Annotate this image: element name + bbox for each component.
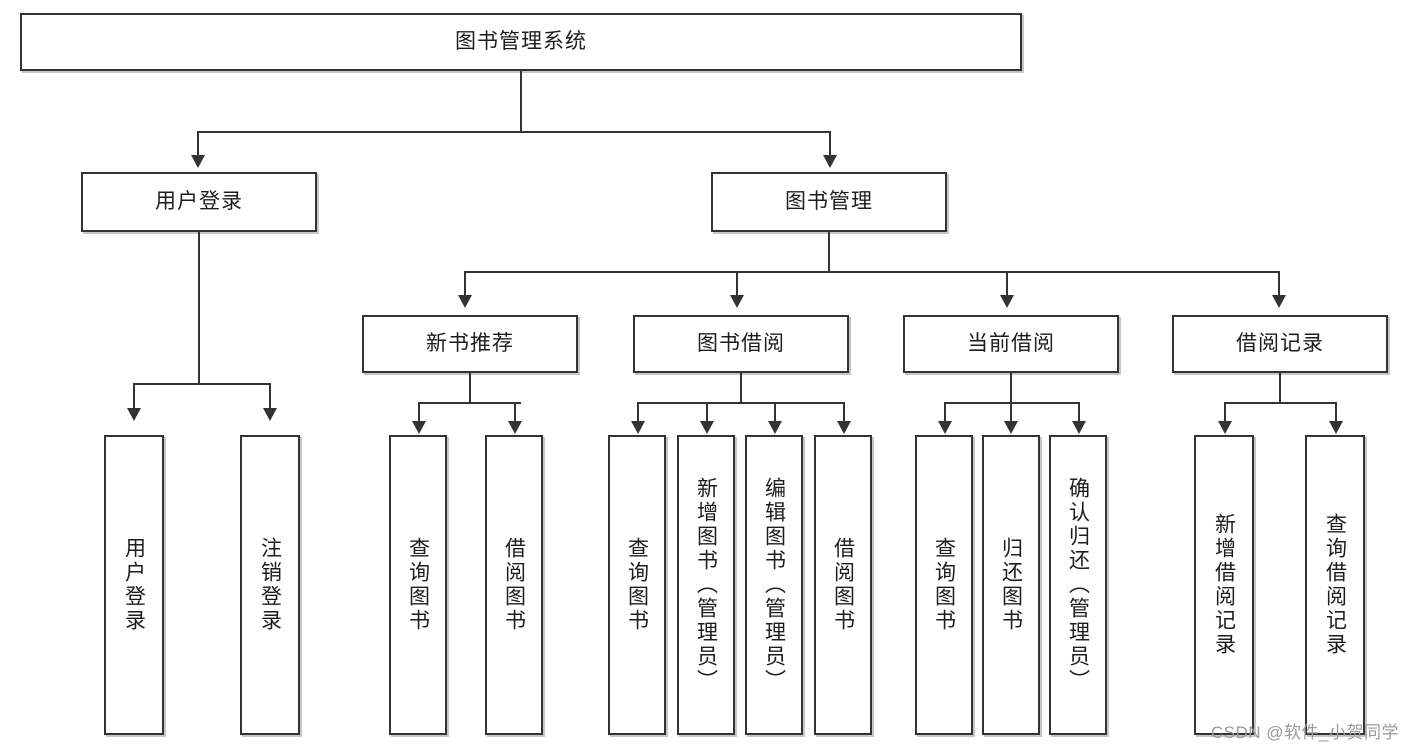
- edge-book-borrow-drop-2: [706, 402, 708, 423]
- arrow-book-borrow-leaf-1: [631, 421, 645, 434]
- edge-book-manage-bus: [464, 271, 1280, 273]
- node-borrow-record-label: 借阅记录: [1236, 331, 1324, 355]
- edge-book-manage-drop-4: [1278, 271, 1280, 297]
- edge-user-login-drop-1: [133, 383, 135, 410]
- leaf-query-book-2-label: 查询图书: [625, 537, 649, 633]
- edge-book-manage-stem: [828, 232, 830, 271]
- arrow-current-borrow-leaf-1: [938, 421, 952, 434]
- edge-book-manage-drop-1: [464, 271, 466, 297]
- arrow-borrow-record-leaf-1: [1218, 421, 1232, 434]
- leaf-add-book-label: 新增图书（管理员）: [694, 477, 718, 693]
- leaf-borrow-book-2-label: 借阅图书: [831, 537, 855, 633]
- leaf-confirm-return-label: 确认归还（管理员）: [1066, 477, 1090, 693]
- leaf-query-book-1-label: 查询图书: [406, 537, 430, 633]
- node-new-book-rec[interactable]: 新书推荐: [362, 315, 578, 373]
- arrow-new-book-rec-leaf-2: [508, 421, 522, 434]
- leaf-return-book-label: 归还图书: [999, 537, 1023, 633]
- leaf-edit-book-label: 编辑图书（管理员）: [762, 477, 786, 693]
- edge-borrow-record-stem: [1279, 373, 1281, 402]
- leaf-user-login-label: 用户登录: [122, 537, 146, 633]
- edge-current-borrow-drop-1: [944, 402, 946, 423]
- node-book-manage-label: 图书管理: [785, 189, 873, 213]
- arrow-book-manage-child-3: [1000, 295, 1014, 308]
- leaf-edit-book[interactable]: 编辑图书（管理员）: [745, 435, 803, 735]
- node-user-login[interactable]: 用户登录: [81, 172, 317, 232]
- arrow-book-borrow-leaf-4: [837, 421, 851, 434]
- arrow-current-borrow-leaf-2: [1004, 421, 1018, 434]
- edge-new-book-rec-stem: [469, 373, 471, 402]
- edge-new-book-rec-drop-1: [418, 402, 420, 423]
- edge-book-manage-drop-3: [1006, 271, 1008, 297]
- node-book-borrow-label: 图书借阅: [697, 331, 785, 355]
- csdn-watermark: CSDN @软件_小贺同学: [1210, 723, 1399, 742]
- edge-user-login-bus: [133, 383, 269, 385]
- node-user-login-label: 用户登录: [155, 189, 243, 213]
- edge-user-login-drop-2: [269, 383, 271, 410]
- edge-book-manage-drop-2: [736, 271, 738, 297]
- leaf-logout-login-label: 注销登录: [258, 537, 282, 633]
- node-book-manage[interactable]: 图书管理: [711, 172, 947, 232]
- leaf-logout-login[interactable]: 注销登录: [240, 435, 300, 735]
- node-root[interactable]: 图书管理系统: [20, 13, 1022, 71]
- edge-book-borrow-stem: [740, 373, 742, 402]
- arrow-book-manage-child-1: [458, 295, 472, 308]
- edge-current-borrow-stem: [1010, 373, 1012, 402]
- edge-root-stem: [520, 71, 522, 131]
- leaf-query-record-label: 查询借阅记录: [1323, 513, 1347, 657]
- leaf-return-book[interactable]: 归还图书: [982, 435, 1040, 735]
- node-new-book-rec-label: 新书推荐: [426, 331, 514, 355]
- edge-book-borrow-drop-3: [774, 402, 776, 423]
- edge-book-borrow-drop-4: [843, 402, 845, 423]
- leaf-add-book[interactable]: 新增图书（管理员）: [677, 435, 735, 735]
- edge-borrow-record-drop-1: [1224, 402, 1226, 423]
- node-book-borrow[interactable]: 图书借阅: [633, 315, 849, 373]
- leaf-borrow-book-1[interactable]: 借阅图书: [485, 435, 543, 735]
- edge-book-borrow-drop-1: [637, 402, 639, 423]
- arrow-new-book-rec-leaf-1: [412, 421, 426, 434]
- leaf-query-book-2[interactable]: 查询图书: [608, 435, 666, 735]
- edge-root-bus: [197, 131, 831, 133]
- edge-borrow-record-drop-2: [1335, 402, 1337, 423]
- arrow-root-to-user-login: [191, 155, 205, 168]
- arrow-current-borrow-leaf-3: [1072, 421, 1086, 434]
- arrow-user-login-leaf-1: [127, 408, 141, 421]
- leaf-user-login[interactable]: 用户登录: [104, 435, 164, 735]
- arrow-book-borrow-leaf-2: [700, 421, 714, 434]
- leaf-query-book-3[interactable]: 查询图书: [915, 435, 973, 735]
- leaf-confirm-return[interactable]: 确认归还（管理员）: [1049, 435, 1107, 735]
- edge-new-book-rec-bus: [418, 402, 521, 404]
- arrow-book-manage-child-4: [1272, 295, 1286, 308]
- leaf-query-book-1[interactable]: 查询图书: [389, 435, 447, 735]
- leaf-add-record-label: 新增借阅记录: [1212, 513, 1236, 657]
- node-root-label: 图书管理系统: [455, 29, 587, 53]
- edge-current-borrow-drop-2: [1010, 402, 1012, 423]
- leaf-borrow-book-1-label: 借阅图书: [502, 537, 526, 633]
- edge-new-book-rec-drop-2: [514, 402, 516, 423]
- edge-current-borrow-drop-3: [1078, 402, 1080, 423]
- node-borrow-record[interactable]: 借阅记录: [1172, 315, 1388, 373]
- arrow-user-login-leaf-2: [263, 408, 277, 421]
- arrow-root-to-book-manage: [823, 155, 837, 168]
- node-current-borrow[interactable]: 当前借阅: [903, 315, 1119, 373]
- arrow-book-borrow-leaf-3: [768, 421, 782, 434]
- arrow-borrow-record-leaf-2: [1329, 421, 1343, 434]
- edge-borrow-record-bus: [1224, 402, 1335, 404]
- node-current-borrow-label: 当前借阅: [967, 331, 1055, 355]
- edge-book-borrow-bus: [637, 402, 843, 404]
- edge-root-to-book-manage: [829, 131, 831, 158]
- edge-user-login-stem: [198, 232, 200, 383]
- arrow-book-manage-child-2: [730, 295, 744, 308]
- edge-root-to-user-login: [197, 131, 199, 158]
- leaf-query-book-3-label: 查询图书: [932, 537, 956, 633]
- leaf-borrow-book-2[interactable]: 借阅图书: [814, 435, 872, 735]
- leaf-add-record[interactable]: 新增借阅记录: [1194, 435, 1254, 735]
- leaf-query-record[interactable]: 查询借阅记录: [1305, 435, 1365, 735]
